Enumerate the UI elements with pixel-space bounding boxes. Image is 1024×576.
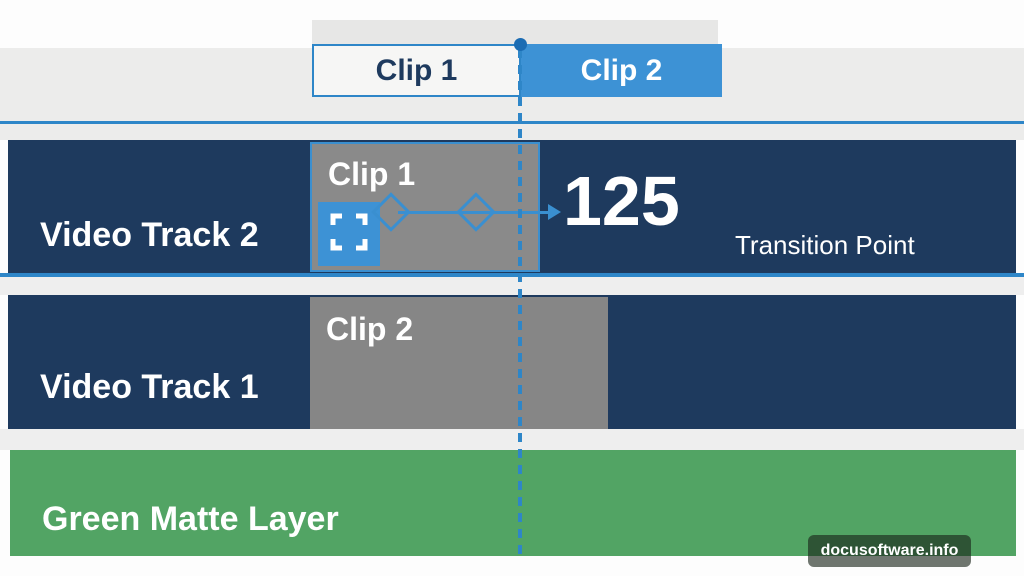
transition-caption: Transition Point <box>735 230 915 260</box>
track-gap-band <box>0 277 1024 295</box>
source-clip-2-label: Clip 2 <box>580 53 663 87</box>
track2-underline <box>0 273 1024 277</box>
source-clip-2: Clip 2 <box>521 44 722 97</box>
track-gap-band-2 <box>0 429 1024 450</box>
keyframe-connector-line <box>398 211 550 214</box>
track1-clip: Clip 2 <box>310 297 608 429</box>
track2-clip-label: Clip 1 <box>328 156 416 192</box>
track1-clip-label: Clip 2 <box>326 311 414 347</box>
track2-name: Video Track 2 <box>40 216 259 254</box>
fullscreen-brackets-icon <box>329 212 369 257</box>
watermark-text: docusoftware.info <box>820 542 959 559</box>
transition-handle <box>318 202 380 266</box>
matte-layer-name: Green Matte Layer <box>42 500 339 538</box>
transition-frame-value: 125 <box>563 162 680 240</box>
source-clip-1: Clip 1 <box>312 44 521 97</box>
source-clip-1-label: Clip 1 <box>375 53 458 87</box>
watermark-badge: docusoftware.info <box>808 535 971 567</box>
playhead-dot-icon <box>514 38 527 51</box>
arrow-right-icon <box>548 204 561 220</box>
track1-name: Video Track 1 <box>40 368 259 406</box>
timeline-divider-line <box>0 121 1024 124</box>
playhead-dashed-line <box>518 49 522 556</box>
